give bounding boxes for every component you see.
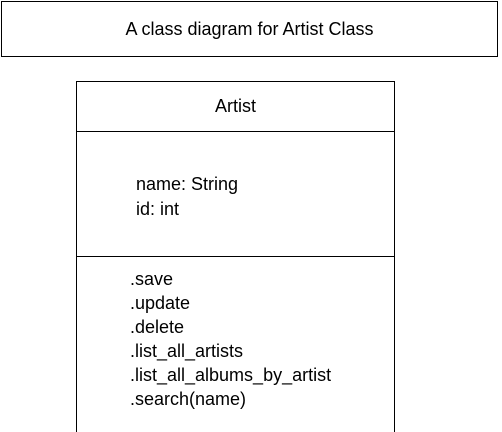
method-list: .save .update .delete .list_all_artists … — [130, 267, 331, 411]
method-save: .save — [130, 269, 174, 289]
attribute-list: name: String id: int — [136, 172, 238, 222]
attribute-id: id: int — [136, 199, 180, 219]
method-list-all-albums-by-artist: .list_all_albums_by_artist — [130, 365, 332, 385]
method-search: .search(name) — [130, 389, 247, 409]
method-list-all-artists: .list_all_artists — [130, 341, 244, 361]
uml-class-artist: Artist name: String id: int .save .updat… — [76, 81, 395, 432]
method-delete: .delete — [130, 317, 185, 337]
class-name-compartment: Artist — [77, 82, 394, 132]
methods-compartment: .save .update .delete .list_all_artists … — [77, 257, 394, 432]
attributes-compartment: name: String id: int — [77, 132, 394, 257]
diagram-caption-text: A class diagram for Artist Class — [125, 18, 374, 39]
method-update: .update — [130, 293, 191, 313]
attribute-name: name: String — [136, 174, 239, 194]
diagram-caption: A class diagram for Artist Class — [1, 1, 498, 57]
class-name: Artist — [214, 96, 256, 116]
